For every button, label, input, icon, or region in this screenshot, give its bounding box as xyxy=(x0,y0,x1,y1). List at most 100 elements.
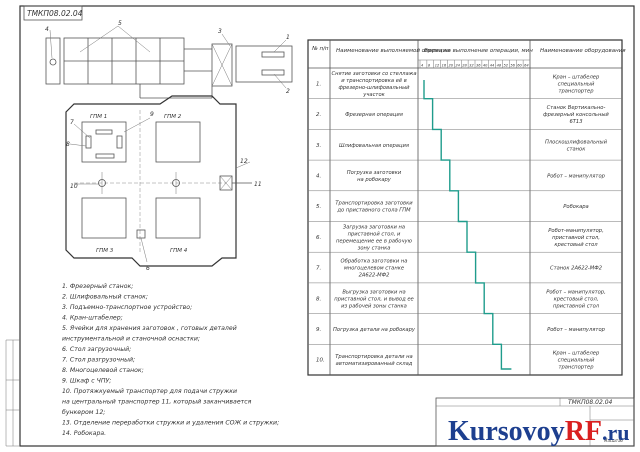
row-operation: Снятие заготовки со стеллажа xyxy=(331,71,416,77)
legend-item: 13. Отделение переработки стружки и удал… xyxy=(62,419,279,427)
legend-item: 2. Шлифовальный станок; xyxy=(62,294,148,301)
gpm1-label: ГПМ 1 xyxy=(90,114,107,120)
row-number: 1. xyxy=(316,81,321,87)
legend-item: на центральный транспортер 11, который з… xyxy=(62,399,252,406)
scale-tick-label: 40 xyxy=(483,64,488,68)
legend-item: 7. Стол разгрузочный; xyxy=(62,357,135,364)
row-number: 5. xyxy=(316,204,321,210)
row-equipment: крестовый стол xyxy=(554,242,598,248)
label-2: 2 xyxy=(286,88,290,95)
row-equipment: Станок 2А622-МФ2 xyxy=(550,266,602,272)
scale-tick-label: 12 xyxy=(435,64,440,68)
legend-item: бункером 12; xyxy=(62,408,105,416)
row-equipment: Робокара xyxy=(563,204,588,210)
row-operation: Фрезерная операция xyxy=(345,112,403,118)
top-stamp xyxy=(23,5,83,21)
legend-item: 14. Робокара. xyxy=(62,429,106,437)
row-equipment: Плоскошлифовальный xyxy=(545,139,608,145)
sheet-frame xyxy=(19,5,635,447)
row-equipment: Кран – штабелер xyxy=(553,74,600,80)
row-operation: перемещение ее в рабочую xyxy=(336,238,413,244)
row-operation: Погрузка детали на робокару xyxy=(333,327,416,333)
row-operation: Обработка заготовки на xyxy=(341,259,408,265)
row-equipment: транспортер xyxy=(558,365,594,371)
scale-tick-label: 4 xyxy=(421,64,424,68)
scale-tick-label: 56 xyxy=(510,64,515,68)
row-operation: зону станка xyxy=(358,245,391,251)
scale-tick-label: 60 xyxy=(517,64,522,68)
row-equipment: станок xyxy=(567,146,587,152)
gantt-schedule-line xyxy=(423,80,512,370)
gpm4-cell xyxy=(155,197,201,239)
row-equipment: приставной стол, xyxy=(552,235,600,241)
row-equipment: Робот – манипулятор xyxy=(547,173,606,179)
legend-item: 3. Подъемно-транспортное устройство; xyxy=(62,304,192,311)
row-operation: многоцелевом станке xyxy=(344,266,404,272)
legend-item: 4. Кран-штабелер; xyxy=(62,314,123,322)
label-10: 10 xyxy=(70,183,78,190)
row-equipment: специальный xyxy=(558,358,595,364)
row-operation: фрезерно-шлифовальный xyxy=(338,85,410,91)
row-operation: Транспортировка детали на xyxy=(335,354,413,360)
legend-item: 5. Ячейки для хранения заготовок , готов… xyxy=(62,325,237,332)
label-5: 5 xyxy=(118,20,122,27)
row-number: 8. xyxy=(316,296,321,302)
title-block: ТМКП08.02.04 Масштаб xyxy=(435,397,635,447)
scale-tick-label: 44 xyxy=(490,64,495,68)
legend-item: 6. Стол загрузочный; xyxy=(62,346,131,353)
scale-tick-label: 24 xyxy=(455,64,460,68)
label-3: 3 xyxy=(218,28,222,35)
legend-item: 10. Протяжкуемый транспортер для подачи … xyxy=(62,388,237,395)
row-equipment: Станок Вертикально- xyxy=(547,105,606,111)
row-operation: Шлифовальная операция xyxy=(339,143,409,149)
row-operation: и транспортировка её в xyxy=(341,78,407,84)
hdr-equipment: Наименование оборудования xyxy=(540,48,626,54)
label-8: 8 xyxy=(66,141,70,148)
gpm1-cell xyxy=(81,121,127,163)
scale-tick-label: 36 xyxy=(476,64,481,68)
row-number: 6. xyxy=(316,235,321,241)
row-equipment: Робот-манипулятор, xyxy=(548,228,603,234)
legend-item: 1. Фрезерный станок; xyxy=(62,283,133,290)
row-equipment: Робот – манипулятор, xyxy=(546,289,605,295)
sheet-scale-label: Масштаб xyxy=(604,438,624,443)
scale-tick-label: 20 xyxy=(449,64,454,68)
row-operation: Выгрузка заготовки на xyxy=(342,289,405,295)
row-equipment: Робот – манипулятор xyxy=(547,327,606,333)
legend-item: инструментальной и станочной оснастки; xyxy=(62,336,200,343)
label-1: 1 xyxy=(286,34,290,41)
scale-tick-label: 52 xyxy=(504,64,509,68)
label-9: 9 xyxy=(150,111,154,118)
legend-list: 1. Фрезерный станок; 2. Шлифовальный стан… xyxy=(62,283,279,437)
row-operation: автоматизированный склад xyxy=(336,361,413,367)
row-number: 9. xyxy=(316,327,321,333)
row-operation: на робокару xyxy=(357,177,392,183)
gpm4-label: ГПМ 4 xyxy=(170,248,188,254)
kursovoyrf-logo: KursovoyRF.ru xyxy=(448,416,630,447)
row-operation: Загрузка заготовки на xyxy=(343,224,405,230)
hdr-num: № п/п xyxy=(311,46,329,52)
scale-tick-label: 64 xyxy=(524,64,529,68)
row-operation: приставной стол, и xyxy=(348,231,401,237)
row-number: 3. xyxy=(316,143,321,149)
row-operation: Погрузка заготовки xyxy=(347,170,402,176)
row-operation: Транспортировка заготовки xyxy=(335,201,413,207)
row-equipment: крестовый стол, xyxy=(554,296,599,302)
row-number: 2. xyxy=(316,112,321,118)
doc-code-top: ТМКП08.02.04 xyxy=(27,9,83,18)
scale-tick-label: 32 xyxy=(469,64,474,68)
row-equipment: фрезерный консольный xyxy=(543,112,609,118)
row-equipment: 6Т13 xyxy=(569,119,582,125)
label-7: 7 xyxy=(70,119,74,126)
row-equipment: Кран – штабелер xyxy=(553,351,600,357)
label-4: 4 xyxy=(45,26,49,33)
row-equipment: специальный xyxy=(558,81,595,87)
scale-tick-label: 16 xyxy=(442,64,447,68)
row-number: 7. xyxy=(316,266,321,272)
gpm3-label: ГПМ 3 xyxy=(96,248,114,254)
label-11: 11 xyxy=(254,181,262,188)
row-operation: участок xyxy=(362,92,385,98)
row-operation: до приставного стола ГПМ xyxy=(336,208,411,214)
